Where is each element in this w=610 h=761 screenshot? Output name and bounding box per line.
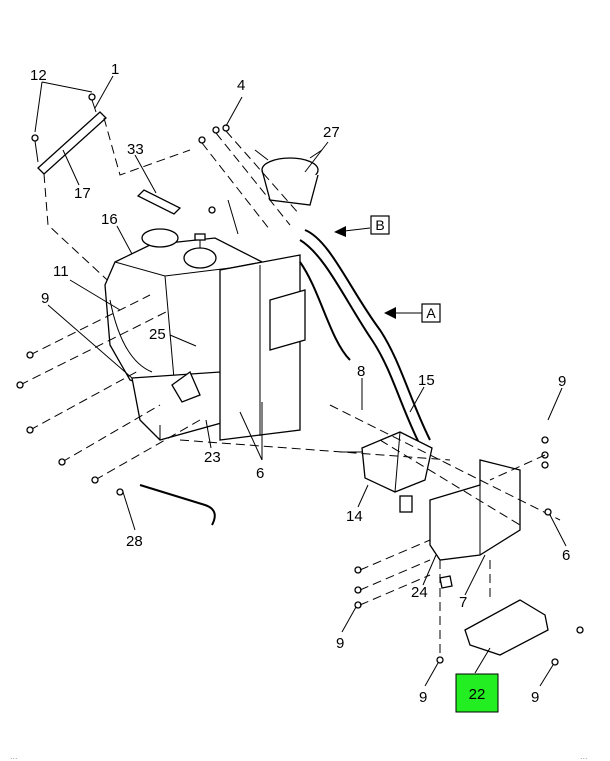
- bracket-17: [31, 93, 191, 291]
- callout-9-bottom-mid: 9: [419, 689, 427, 706]
- callout-16: 16: [101, 211, 118, 228]
- hose-15: [304, 229, 431, 441]
- highlight-22-box: [455, 673, 499, 713]
- callout-6-right: 6: [562, 547, 570, 564]
- callout-33: 33: [127, 141, 144, 158]
- callout-25: 25: [149, 326, 166, 343]
- callout-12: 12: [30, 67, 47, 84]
- tube-28: [139, 484, 216, 526]
- callout-27: 27: [323, 124, 340, 141]
- plate-33: [136, 189, 182, 215]
- leader-lines: [34, 75, 567, 687]
- footer-left: ...: [10, 751, 18, 761]
- bolts-4: [198, 124, 301, 235]
- callout-6-left: 6: [256, 465, 264, 482]
- callout-9-bottom-left: 9: [336, 635, 344, 652]
- valve-27: [254, 149, 323, 206]
- view-arrow-a: [384, 307, 422, 319]
- callout-9-right: 9: [558, 373, 566, 390]
- callout-28: 28: [126, 533, 143, 550]
- callout-23: 23: [204, 449, 221, 466]
- callout-15: 15: [418, 372, 435, 389]
- bolt-row-right: [354, 436, 584, 666]
- callout-24: 24: [411, 584, 428, 601]
- frame-rail: [219, 254, 306, 441]
- view-arrow-b: [334, 226, 371, 237]
- footer-right: ...: [580, 751, 588, 761]
- callout-4: 4: [237, 77, 245, 94]
- view-b-box: [370, 215, 390, 235]
- callout-22: 22: [469, 686, 486, 703]
- view-b-label: B: [375, 217, 384, 233]
- callout-7: 7: [459, 594, 467, 611]
- modulator-14: [340, 431, 433, 513]
- callout-8: 8: [357, 363, 365, 380]
- view-a-label: A: [426, 305, 436, 321]
- callout-9-bottom-right: 9: [531, 689, 539, 706]
- plate-22: [464, 599, 549, 656]
- callout-17: 17: [74, 185, 91, 202]
- bolt-row-left: [16, 294, 201, 496]
- view-a-box: [421, 303, 441, 323]
- callout-11: 11: [53, 263, 69, 280]
- shield-24: [429, 459, 521, 589]
- callout-14: 14: [346, 508, 363, 525]
- callout-9-left: 9: [41, 290, 49, 307]
- callout-1: 1: [111, 61, 119, 78]
